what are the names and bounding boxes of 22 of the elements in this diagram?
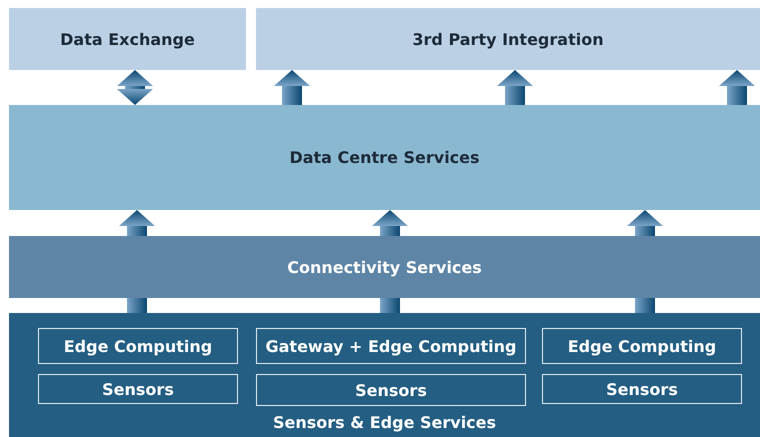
- node-label: Sensors & Edge Services: [272, 413, 496, 432]
- node-label: Data Exchange: [60, 30, 195, 48]
- header-box: [256, 8, 760, 70]
- node-label: 3rd Party Integration: [412, 30, 604, 48]
- component-box: [38, 374, 238, 404]
- node-label: Gateway + Edge Computing: [266, 336, 516, 356]
- node-label: Sensors: [355, 380, 427, 400]
- node-label: Data Centre Services: [289, 148, 480, 167]
- component-box: [256, 328, 526, 364]
- header-box: [9, 8, 246, 70]
- node-label: Sensors: [102, 380, 174, 398]
- component-box: [38, 328, 238, 364]
- node-label: Sensors: [606, 380, 678, 398]
- node-label: Edge Computing: [568, 336, 716, 356]
- node-label: Connectivity Services: [287, 258, 482, 276]
- component-box: [542, 328, 742, 364]
- service-layer: [9, 313, 760, 437]
- component-box: [542, 374, 742, 404]
- component-box: [256, 374, 526, 406]
- service-layer: [9, 236, 760, 298]
- service-layer: [9, 105, 760, 210]
- node-label: Edge Computing: [64, 336, 212, 356]
